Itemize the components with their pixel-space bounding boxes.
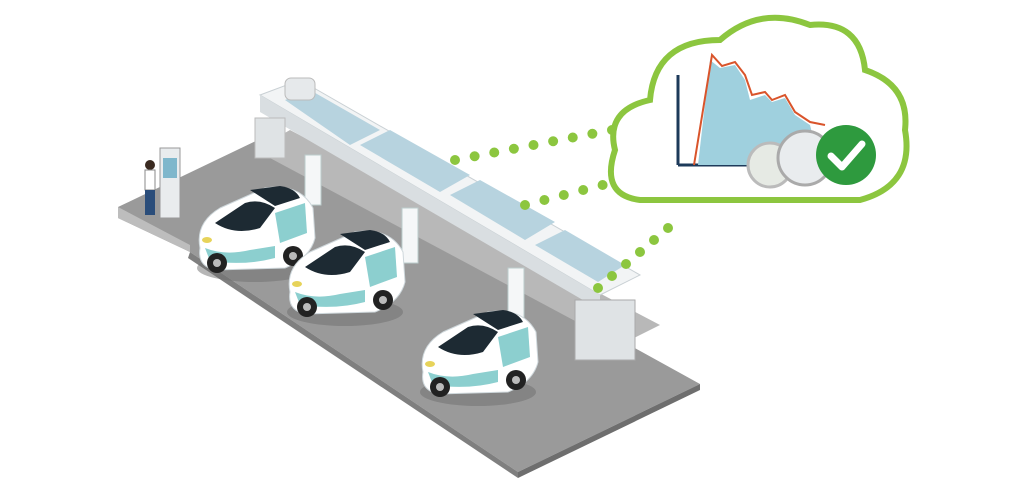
- dot: [489, 147, 500, 158]
- dot: [587, 128, 598, 139]
- kiosk-icon: [159, 147, 181, 219]
- checkmark-icon: [816, 125, 876, 185]
- dot: [450, 155, 460, 165]
- dot: [593, 283, 603, 293]
- person-icon: [144, 160, 156, 215]
- dot: [635, 247, 645, 257]
- dot: [578, 185, 589, 195]
- dot: [528, 140, 539, 150]
- dot: [621, 259, 631, 269]
- dot: [607, 271, 617, 281]
- charging-station-icon: [304, 154, 525, 324]
- dot: [520, 200, 530, 210]
- dot: [558, 190, 569, 200]
- dot: [663, 223, 673, 233]
- dot: [649, 235, 659, 245]
- dot: [539, 195, 550, 205]
- dot: [548, 136, 559, 147]
- dot: [567, 132, 578, 143]
- dot: [508, 143, 519, 154]
- dot: [597, 180, 608, 190]
- dot: [469, 151, 480, 162]
- gauge-icon: [746, 129, 834, 189]
- charging-canopy: [254, 77, 642, 361]
